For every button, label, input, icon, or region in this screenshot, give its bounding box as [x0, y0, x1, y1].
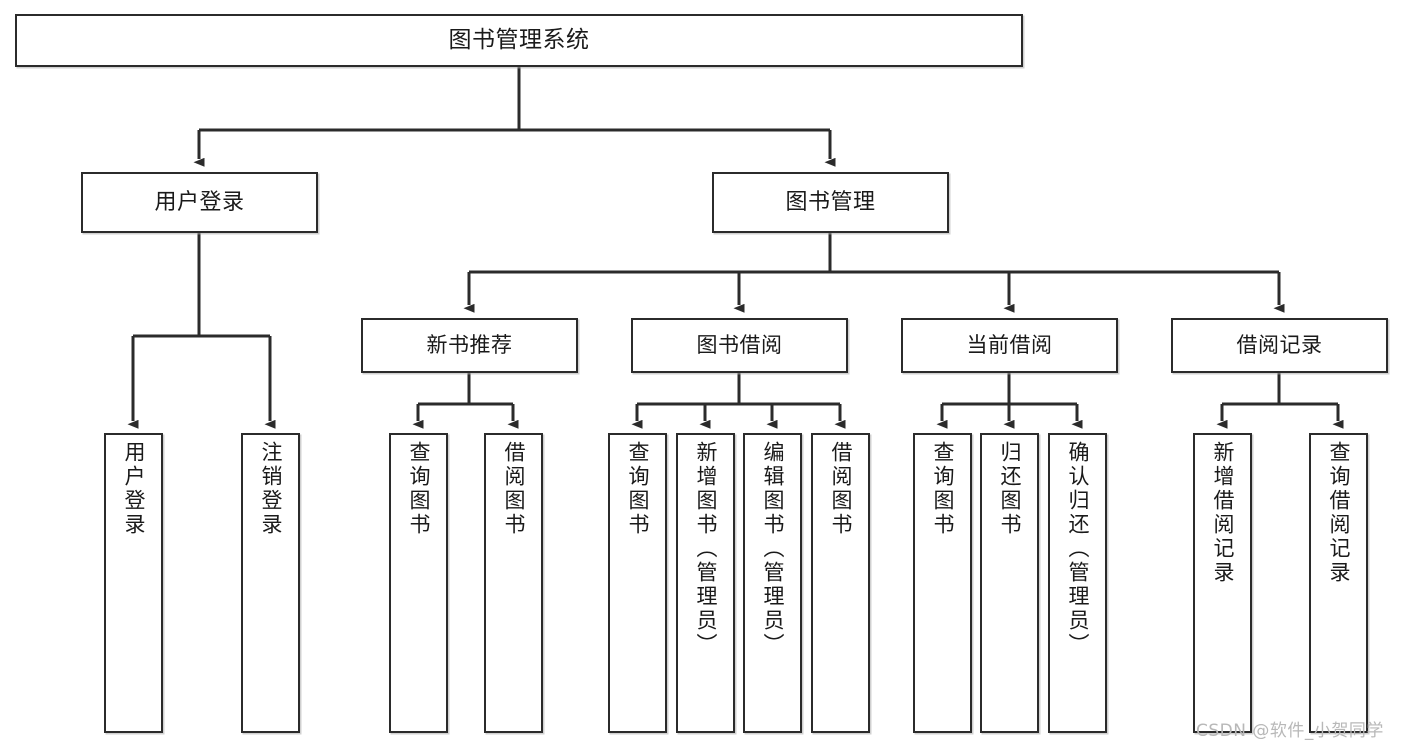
leaf-query-book-borrow[interactable]: 查询图书	[608, 433, 667, 733]
node-label: 查询借阅记录	[1327, 441, 1351, 585]
node-label: 当前借阅	[966, 333, 1053, 358]
node-label: 借阅图书	[502, 441, 526, 537]
node-label: 新增借阅记录	[1211, 441, 1235, 585]
node-new-book-recommend[interactable]: 新书推荐	[361, 318, 578, 373]
node-label: 用户登录	[154, 189, 245, 215]
node-label: 查询图书	[626, 441, 650, 537]
node-book-management[interactable]: 图书管理	[712, 172, 949, 233]
node-label: 编辑图书（管理员）	[761, 441, 785, 657]
leaf-add-borrow-record[interactable]: 新增借阅记录	[1193, 433, 1252, 733]
csdn-watermark: CSDN @软件_小贺同学	[1196, 721, 1384, 741]
node-label: 图书借阅	[696, 333, 783, 358]
node-borrow-record[interactable]: 借阅记录	[1171, 318, 1388, 373]
leaf-borrow-book-recommend[interactable]: 借阅图书	[484, 433, 543, 733]
node-label: 用户登录	[122, 441, 146, 537]
leaf-return-book[interactable]: 归还图书	[980, 433, 1039, 733]
leaf-query-book-recommend[interactable]: 查询图书	[389, 433, 448, 733]
leaf-edit-book-admin[interactable]: 编辑图书（管理员）	[743, 433, 802, 733]
leaf-borrow-book[interactable]: 借阅图书	[811, 433, 870, 733]
node-label: 归还图书	[998, 441, 1022, 537]
node-label: 确认归还（管理员）	[1066, 441, 1090, 657]
node-user-login[interactable]: 用户登录	[81, 172, 318, 233]
leaf-query-book-current[interactable]: 查询图书	[913, 433, 972, 733]
node-label: 新增图书（管理员）	[694, 441, 718, 657]
node-root-system[interactable]: 图书管理系统	[15, 14, 1023, 67]
node-label: 查询图书	[407, 441, 431, 537]
node-label: 借阅图书	[829, 441, 853, 537]
node-label: 图书管理系统	[448, 26, 590, 53]
leaf-confirm-return-admin[interactable]: 确认归还（管理员）	[1048, 433, 1107, 733]
leaf-add-book-admin[interactable]: 新增图书（管理员）	[676, 433, 735, 733]
node-label: 借阅记录	[1236, 333, 1323, 358]
leaf-user-login[interactable]: 用户登录	[104, 433, 163, 733]
leaf-logout-login[interactable]: 注销登录	[241, 433, 300, 733]
node-current-borrow[interactable]: 当前借阅	[901, 318, 1118, 373]
node-book-borrow[interactable]: 图书借阅	[631, 318, 848, 373]
node-label: 查询图书	[931, 441, 955, 537]
leaf-query-borrow-record[interactable]: 查询借阅记录	[1309, 433, 1368, 733]
node-label: 图书管理	[785, 189, 876, 215]
node-label: 新书推荐	[426, 333, 513, 358]
node-label: 注销登录	[259, 441, 283, 537]
